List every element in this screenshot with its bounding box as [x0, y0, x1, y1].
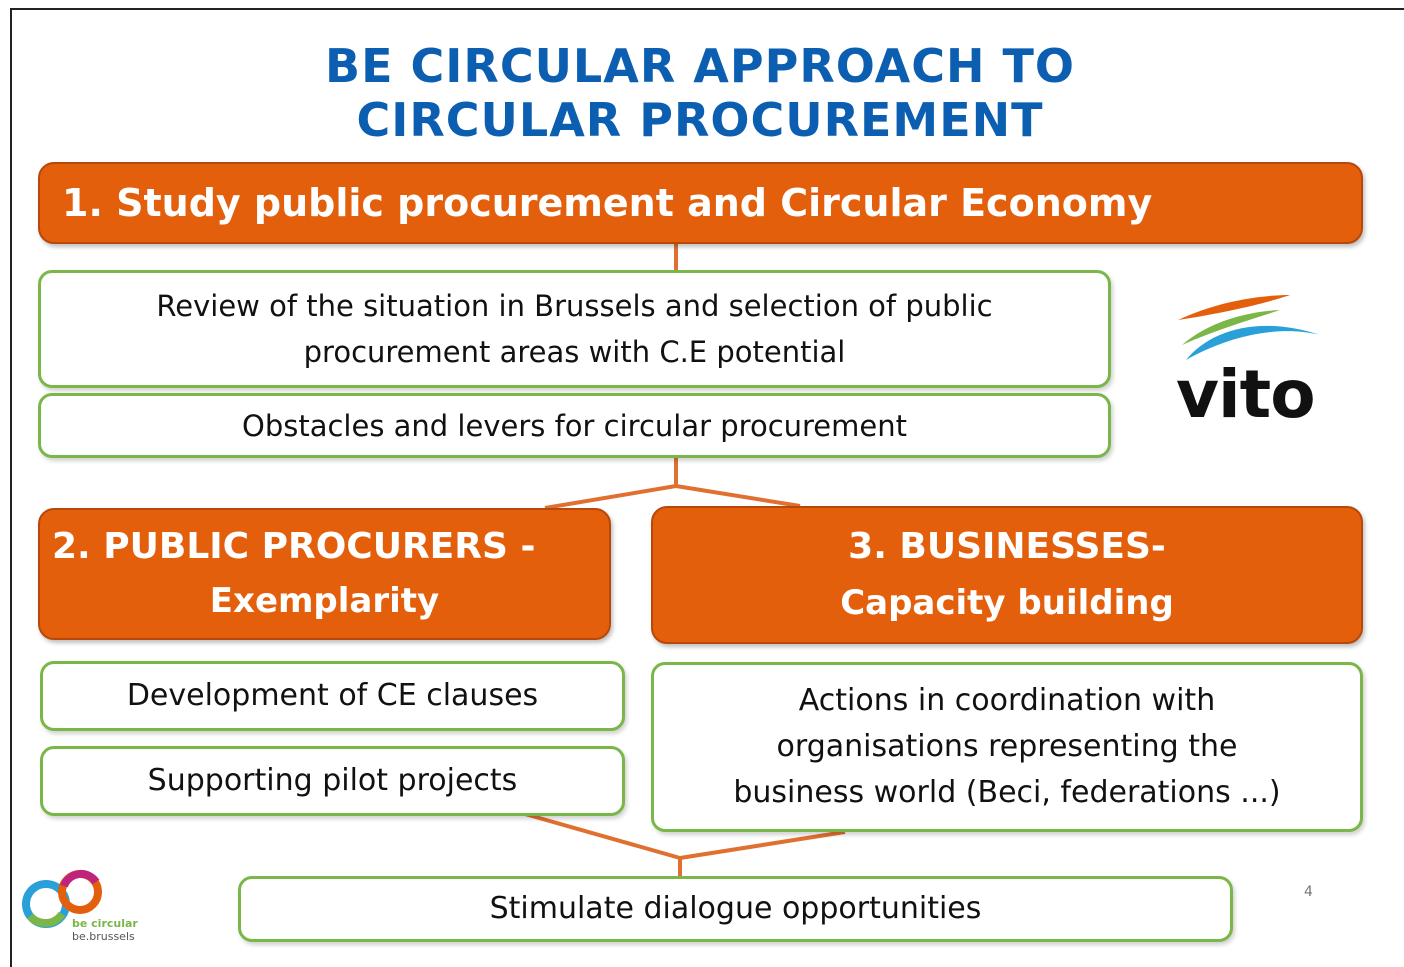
connector-to-step3 [675, 484, 801, 508]
step3-line1: 3. BUSINESSES- [848, 526, 1166, 567]
dialogue-box: Stimulate dialogue opportunities [238, 876, 1233, 942]
connector-actions-to-dialogue [679, 830, 846, 860]
be-circular-logo-icon [22, 869, 102, 928]
obstacles-box: Obstacles and levers for circular procur… [38, 393, 1111, 458]
step2-line2: Exemplarity [209, 581, 440, 621]
step3-line2: Capacity building [840, 583, 1174, 623]
obstacles-label: Obstacles and levers for circular procur… [242, 408, 907, 443]
step2-box: 2. PUBLIC PROCURERS - Exemplarity [38, 508, 611, 640]
review-line1: Review of the situation in Brussels and … [156, 289, 993, 323]
step1-box: 1. Study public procurement and Circular… [38, 162, 1363, 244]
page-number: 4 [1304, 884, 1313, 900]
clauses-box: Development of CE clauses [40, 661, 625, 731]
connector-to-step2 [544, 484, 677, 510]
step1-label: 1. Study public procurement and Circular… [62, 181, 1153, 225]
review-line2: procurement areas with C.E potential [303, 335, 846, 369]
page-title-line2: CIRCULAR PROCUREMENT [356, 93, 1044, 147]
be-circular-text: be circular [72, 917, 138, 930]
page-title-line1: BE CIRCULAR APPROACH TO [325, 39, 1075, 93]
dialogue-label: Stimulate dialogue opportunities [489, 891, 982, 926]
be-brussels-text: be.brussels [72, 930, 135, 943]
step3-box: 3. BUSINESSES- Capacity building [651, 506, 1363, 644]
clauses-label: Development of CE clauses [126, 678, 539, 713]
actions-line2: organisations representing the [776, 729, 1238, 764]
pilots-label: Supporting pilot projects [147, 763, 518, 798]
actions-box: Actions in coordination with organisatio… [651, 662, 1363, 832]
actions-line3: business world (Beci, federations ...) [733, 775, 1281, 810]
actions-line1: Actions in coordination with [798, 683, 1216, 718]
pilots-box: Supporting pilot projects [40, 746, 625, 816]
vito-logo-swoosh-icon [1178, 295, 1320, 360]
step2-line1: 2. PUBLIC PROCURERS - [52, 526, 536, 567]
connector-pilots-to-dialogue [524, 812, 681, 860]
vito-logo-text: vito [1176, 356, 1316, 433]
review-box: Review of the situation in Brussels and … [38, 270, 1111, 388]
